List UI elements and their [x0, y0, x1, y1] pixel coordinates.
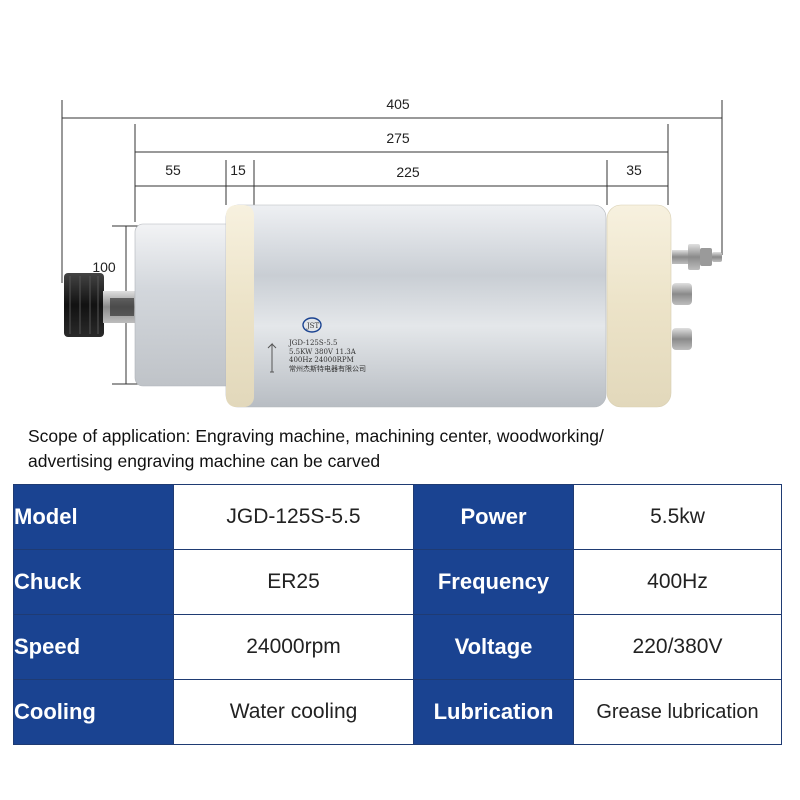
spec-table: Model JGD-125S-5.5 Power 5.5kw Chuck ER2…	[13, 484, 782, 745]
front-collar	[226, 205, 254, 407]
dim-rear-length: 35	[626, 162, 642, 178]
table-row: Cooling Water cooling Lubrication Grease…	[13, 679, 782, 745]
table-row: Speed 24000rpm Voltage 220/380V	[13, 614, 782, 680]
nameplate: JST JGD-125S-5.5 5.5KW 380V 11.3A 400Hz …	[267, 317, 366, 373]
rear-cap	[606, 204, 672, 408]
dim-body-length: 275	[386, 130, 410, 146]
scope-line-2: advertising engraving machine can be car…	[28, 451, 381, 471]
scope-of-application: Scope of application: Engraving machine,…	[28, 424, 788, 474]
dim-main-length: 225	[396, 164, 420, 180]
brand-logo	[302, 317, 322, 333]
spec-key: Chuck	[13, 549, 174, 615]
spec-value: JGD-125S-5.5	[173, 484, 414, 550]
spec-key: Voltage	[413, 614, 574, 680]
logo-text: JST	[306, 322, 320, 330]
table-row: Model JGD-125S-5.5 Power 5.5kw	[13, 484, 782, 550]
spec-value: 220/380V	[573, 614, 782, 680]
spindle-motor: JST JGD-125S-5.5 5.5KW 380V 11.3A 400Hz …	[64, 204, 722, 408]
water-nozzle	[672, 250, 690, 264]
spec-key: Speed	[13, 614, 174, 680]
main-body	[225, 204, 607, 408]
dim-diameter: 100	[92, 259, 116, 275]
spec-key: Power	[413, 484, 574, 550]
nameplate-specs-1: 5.5KW 380V 11.3A	[289, 348, 357, 356]
table-row: Chuck ER25 Frequency 400Hz	[13, 549, 782, 615]
spec-value: 24000rpm	[173, 614, 414, 680]
rear-connector-bottom	[672, 328, 692, 350]
rear-connector-top	[672, 283, 692, 305]
spec-value: 400Hz	[573, 549, 782, 615]
nameplate-maker: 常州杰斯特电器有限公司	[289, 364, 366, 373]
spec-key: Model	[13, 484, 174, 550]
dim-gap-length: 15	[230, 162, 246, 178]
spec-value: Water cooling	[173, 679, 414, 745]
front-nose	[134, 223, 236, 387]
spindle-diagram: 405 275 55 15 225 35 100 JST	[61, 96, 723, 408]
spec-value: Grease lubrication	[573, 679, 782, 745]
nameplate-specs-2: 400Hz 24000RPM	[289, 356, 354, 364]
rotation-arrow-icon	[267, 342, 277, 373]
collet-nut	[64, 273, 104, 337]
spec-key: Frequency	[413, 549, 574, 615]
scope-line-1: Scope of application: Engraving machine,…	[28, 426, 604, 446]
nameplate-model: JGD-125S-5.5	[288, 339, 337, 347]
spec-key: Cooling	[13, 679, 174, 745]
spec-value: ER25	[173, 549, 414, 615]
dim-overall-length: 405	[386, 96, 410, 112]
dim-nose-length: 55	[165, 162, 181, 178]
spec-key: Lubrication	[413, 679, 574, 745]
spec-value: 5.5kw	[573, 484, 782, 550]
